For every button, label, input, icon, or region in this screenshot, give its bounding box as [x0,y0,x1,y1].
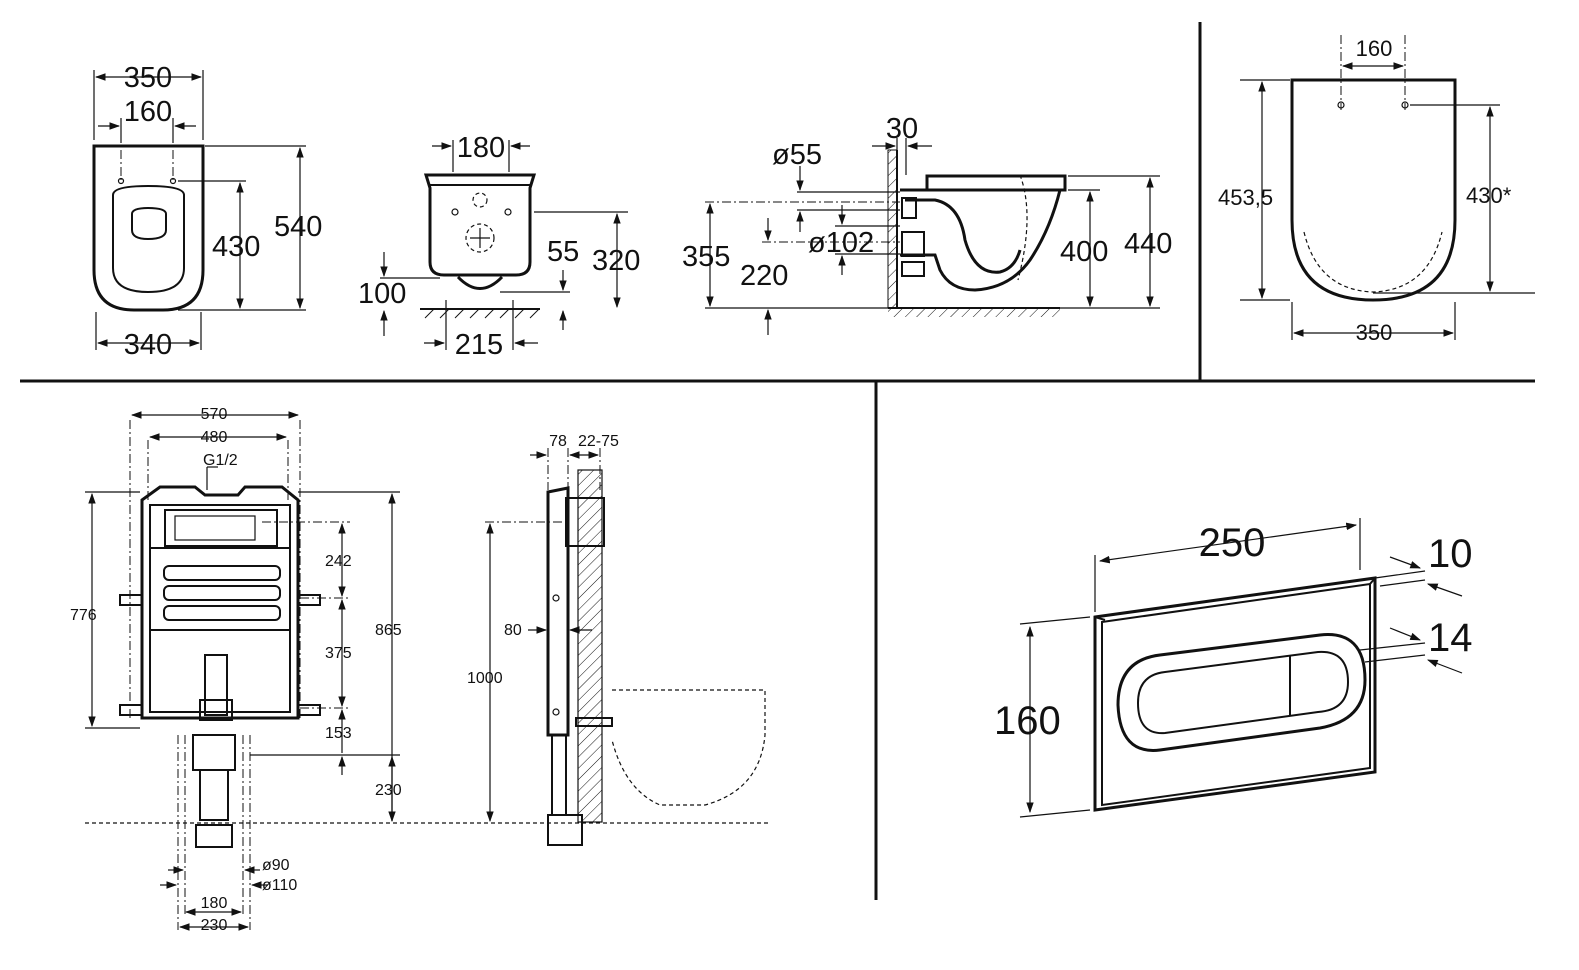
dim-g1-2: G1/2 [203,452,238,469]
dim-22-75: 22-75 [578,433,619,450]
dim-250: 250 [1199,521,1266,565]
dim-14: 14 [1428,616,1473,660]
dim-180: 180 [457,132,505,164]
dim-400: 400 [1060,236,1108,268]
wall-toilet-side-view: 30 ø55 355 220 ø102 400 440 [682,113,1172,335]
dim-160: 160 [1356,36,1393,61]
dim-10: 10 [1428,532,1473,576]
dim-320: 320 [592,245,640,277]
wall-toilet-front-view: 350 160 430 540 340 [92,62,322,361]
dim-430-star: 430* [1466,183,1512,208]
dim-100: 100 [358,278,406,310]
dim-355: 355 [682,241,730,273]
dim-340: 340 [124,329,172,361]
dim-453-5: 453,5 [1218,185,1273,210]
dim-242: 242 [325,553,352,570]
dim-55: 55 [547,236,579,268]
dim-1000: 1000 [467,670,503,687]
concealed-frame-side-view: 78 22-75 80 1000 [467,433,766,846]
section-dividers [20,22,1535,900]
dim-430: 430 [212,231,260,263]
dim-o102: ø102 [808,227,874,259]
dim-o110: ø110 [262,877,297,894]
dim-160: 160 [994,699,1061,743]
dim-776: 776 [70,607,97,624]
dim-160: 160 [124,96,172,128]
dim-350: 350 [124,62,172,94]
dim-230-vertical: 230 [375,782,402,799]
dim-180: 180 [201,895,228,912]
dim-865: 865 [375,622,402,639]
dim-350: 350 [1356,320,1393,345]
dim-78: 78 [549,433,567,450]
seat-top-view: 160 453,5 430* 350 [1218,35,1535,345]
wall-toilet-back-view: 180 55 320 100 215 [358,132,640,361]
dim-540: 540 [274,211,322,243]
dim-o55: ø55 [772,139,822,171]
dim-o90: ø90 [262,857,290,874]
concealed-frame-front-view: 570 480 G1/2 776 865 242 375 153 230 ø90… [70,406,770,934]
dim-30: 30 [886,113,918,145]
dim-80: 80 [504,622,522,639]
dim-220: 220 [740,260,788,292]
dim-230-horizontal: 230 [201,917,228,934]
flush-plate-drawing: 250 10 14 160 [994,518,1473,818]
dim-375: 375 [325,645,352,662]
dim-215: 215 [455,329,503,361]
dim-440: 440 [1124,228,1172,260]
dim-480: 480 [201,429,228,446]
dim-153: 153 [325,725,352,742]
dim-570: 570 [201,406,228,423]
